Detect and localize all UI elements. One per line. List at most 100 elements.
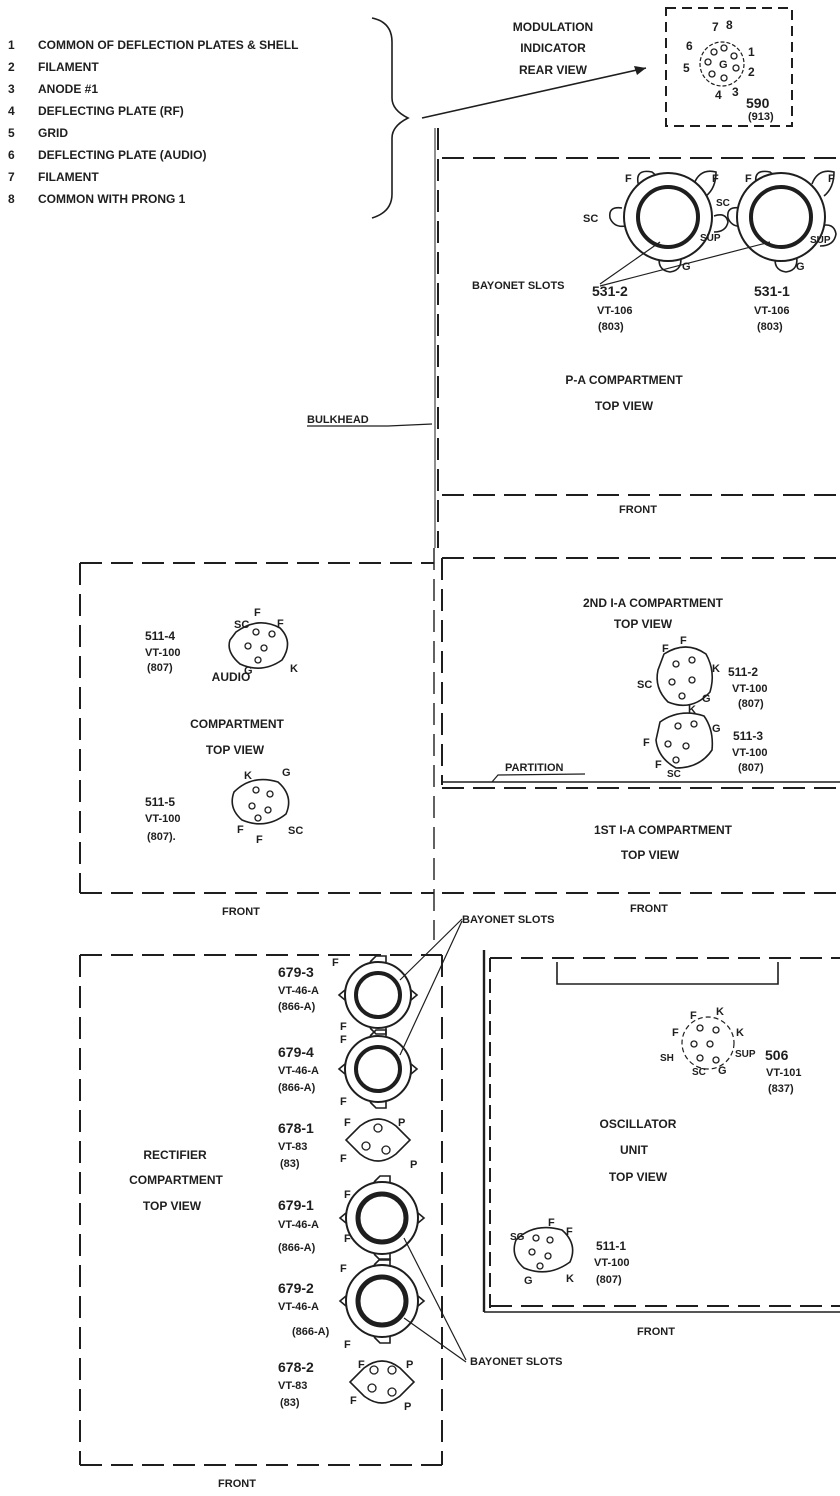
pin-label: F bbox=[340, 1096, 347, 1108]
rectifier-bayonet-label-top: BAYONET SLOTS bbox=[462, 914, 555, 926]
oscillator-front-label: FRONT bbox=[637, 1326, 675, 1338]
pin bbox=[664, 740, 672, 748]
pin-label: G bbox=[682, 261, 691, 273]
oscillator-unit: OSCILLATOR UNIT TOP VIEW FRONT F K F K S… bbox=[482, 950, 840, 1338]
pin-label: P bbox=[406, 1359, 413, 1371]
rectifier-title-2: COMPARTMENT bbox=[129, 1173, 223, 1187]
socket-679-3: F F 679-3 VT-46-A (866-A) bbox=[278, 955, 419, 1035]
pin bbox=[696, 1054, 704, 1062]
pa-front-label: FRONT bbox=[619, 504, 657, 516]
pin-lug bbox=[693, 170, 717, 197]
audio-title: AUDIO bbox=[212, 670, 251, 684]
pin bbox=[266, 790, 274, 798]
socket-number: 531-1 bbox=[754, 283, 790, 299]
bulkhead-label: BULKHEAD bbox=[307, 414, 369, 426]
socket-outline bbox=[656, 646, 714, 707]
partition-label: PARTITION bbox=[505, 762, 564, 774]
socket-outline bbox=[348, 1360, 416, 1404]
socket-511-2: F F K SC G 511-2 VT-100 (807) bbox=[637, 635, 767, 710]
socket-number: 531-2 bbox=[592, 283, 628, 299]
pin-label: F bbox=[332, 957, 339, 969]
pin-label: G bbox=[702, 693, 711, 705]
legend-text-8: COMMON WITH PRONG 1 bbox=[38, 192, 186, 206]
ia2-subtitle: TOP VIEW bbox=[614, 617, 673, 631]
mod-pin-label: 1 bbox=[748, 45, 755, 59]
oscillator-bracket bbox=[556, 962, 779, 985]
pin-label: K bbox=[688, 704, 696, 716]
audio-subtitle: TOP VIEW bbox=[206, 743, 265, 757]
legend-num-6: 6 bbox=[8, 148, 15, 162]
pin-lug bbox=[338, 1295, 347, 1307]
legend-num-2: 2 bbox=[8, 60, 15, 74]
rectifier-compartment: RECTIFIER COMPARTMENT TOP VIEW FRONT F F… bbox=[79, 914, 563, 1490]
pin bbox=[252, 628, 260, 636]
tube-alt: (83) bbox=[280, 1158, 300, 1170]
rectifier-bayonet-label-bottom: BAYONET SLOTS bbox=[470, 1356, 563, 1368]
bayonet-leader bbox=[599, 241, 661, 285]
bulkhead-leader bbox=[307, 423, 433, 427]
pin bbox=[361, 1141, 371, 1151]
pin-label: F bbox=[712, 173, 719, 185]
pin-label: G bbox=[718, 1065, 727, 1077]
pin bbox=[672, 756, 680, 764]
legend-num-8: 8 bbox=[8, 192, 15, 206]
tube-alt: (866-A) bbox=[278, 1082, 316, 1094]
pin bbox=[252, 786, 260, 794]
legend-num-7: 7 bbox=[8, 170, 15, 184]
pin-label: G bbox=[244, 665, 253, 677]
pin-label: SG bbox=[510, 1232, 525, 1243]
pin bbox=[373, 1123, 383, 1133]
tube-alt: (866-A) bbox=[278, 1242, 316, 1254]
pin bbox=[682, 742, 690, 750]
socket-number: 511-5 bbox=[145, 795, 175, 809]
pin-lug bbox=[417, 1212, 426, 1224]
pin-label: SC bbox=[716, 198, 730, 209]
ia1-title: 1ST I-A COMPARTMENT bbox=[594, 823, 733, 837]
mod-pin-label: 2 bbox=[748, 65, 755, 79]
tube-type: VT-46-A bbox=[278, 1219, 319, 1231]
mod-pin bbox=[710, 48, 718, 56]
pin bbox=[254, 656, 262, 664]
pin bbox=[532, 1234, 540, 1242]
tube-ring-inner bbox=[354, 1045, 402, 1093]
pin-lug bbox=[774, 253, 798, 273]
legend-text-2: FILAMENT bbox=[38, 60, 99, 74]
ia2-title: 2ND I-A COMPARTMENT bbox=[583, 596, 724, 610]
mod-pin bbox=[720, 44, 728, 52]
pin-label: F bbox=[690, 1010, 697, 1022]
pin-legend: 1 COMMON OF DEFLECTION PLATES & SHELL 2 … bbox=[8, 17, 410, 219]
pin bbox=[381, 1145, 391, 1155]
tube-type: VT-100 bbox=[594, 1257, 629, 1269]
tube-alt: (803) bbox=[598, 321, 624, 333]
pin bbox=[712, 1056, 720, 1064]
pin-lug bbox=[373, 1336, 391, 1344]
partition-leader bbox=[491, 773, 586, 783]
pin bbox=[264, 806, 272, 814]
socket-511-5: K G F F SC 511-5 VT-100 (807). bbox=[145, 767, 303, 846]
bayonet-leader bbox=[399, 920, 463, 1056]
pin-label: F bbox=[344, 1189, 351, 1201]
pin bbox=[268, 630, 276, 638]
tube-type: VT-46-A bbox=[278, 1301, 319, 1313]
pin-label: K bbox=[736, 1027, 744, 1039]
audio-compartment: AUDIO COMPARTMENT TOP VIEW FRONT SC F F … bbox=[79, 548, 435, 940]
tube-alt: (807) bbox=[596, 1274, 622, 1286]
pin-label: F bbox=[643, 737, 650, 749]
socket-511-4: SC F F G K 511-4 VT-100 (807) bbox=[145, 607, 298, 677]
pin bbox=[688, 676, 696, 684]
oscillator-title-2: UNIT bbox=[620, 1143, 649, 1157]
pin-lug bbox=[819, 224, 837, 247]
socket-number: 678-2 bbox=[278, 1359, 314, 1375]
pin-lug bbox=[410, 1063, 419, 1075]
socket-511-3: K G F F SC 511-3 VT-100 (807) bbox=[643, 704, 767, 780]
tube-type: VT-100 bbox=[145, 647, 180, 659]
pin-label: F bbox=[340, 1263, 347, 1275]
tube-alt: (807) bbox=[738, 698, 764, 710]
pin-label: K bbox=[290, 663, 298, 675]
mod-pin bbox=[730, 52, 738, 60]
pin-label: F bbox=[680, 635, 687, 647]
pin-label: F bbox=[344, 1117, 351, 1129]
mod-pin bbox=[708, 70, 716, 78]
tube-type: VT-83 bbox=[278, 1380, 307, 1392]
